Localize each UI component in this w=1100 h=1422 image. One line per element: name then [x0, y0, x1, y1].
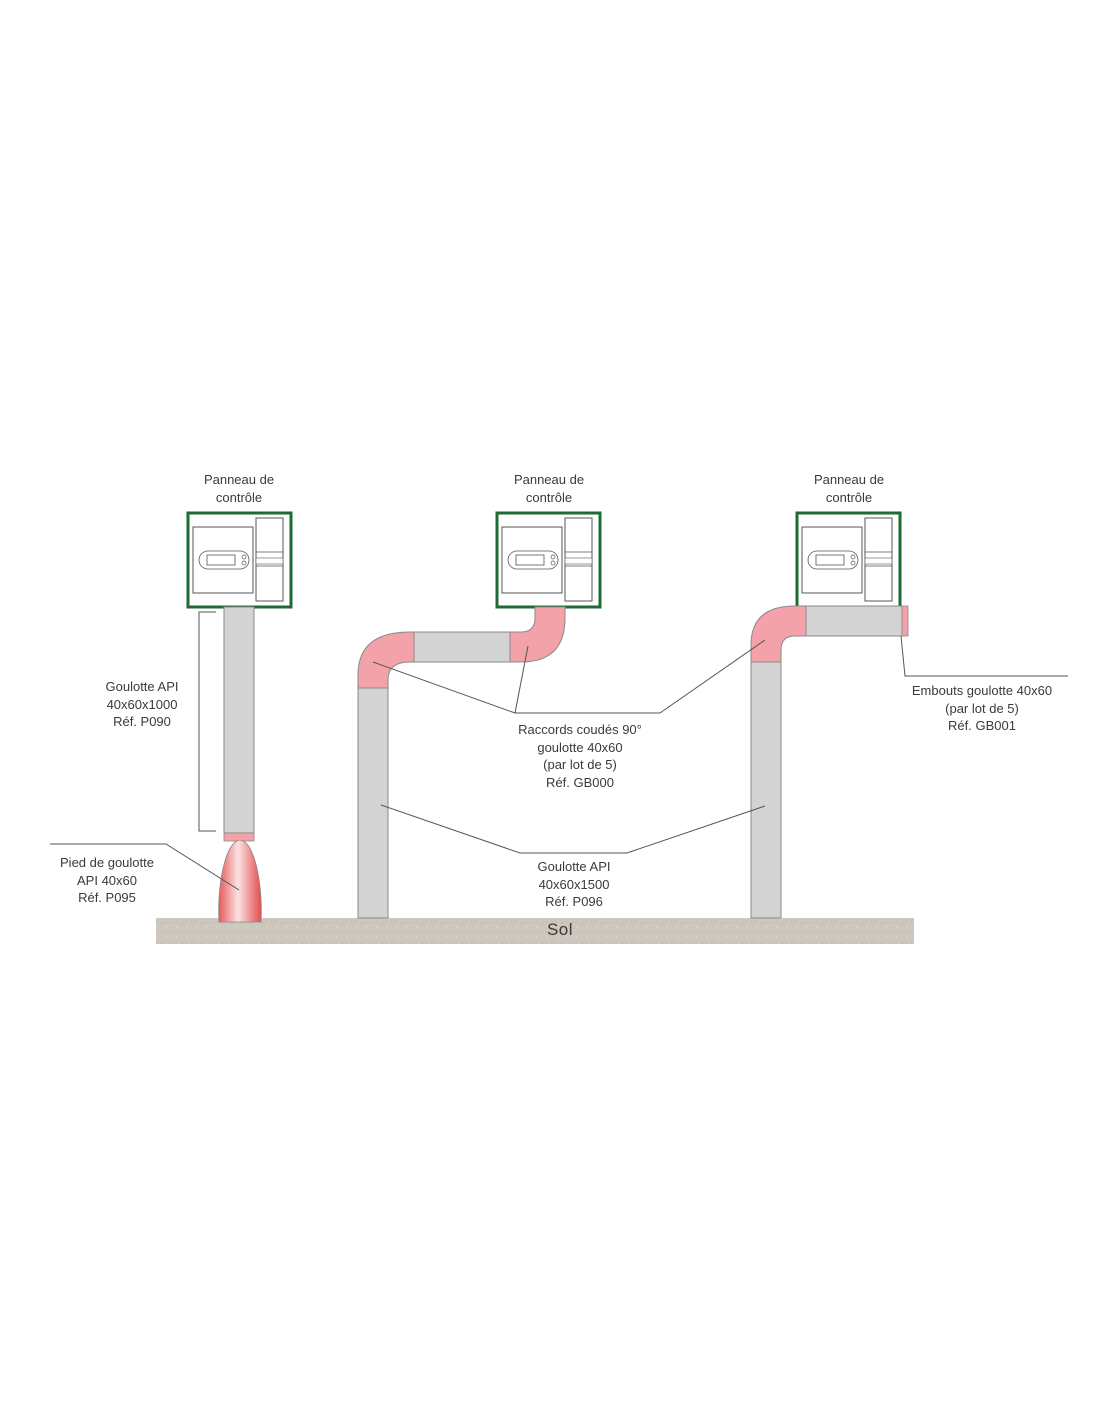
- foot-leader: [50, 843, 240, 891]
- duct-1500-label: Goulotte API 40x60x1500 Réf. P096: [537, 859, 611, 909]
- duct-1000-label: Goulotte API 40x60x1000 Réf. P090: [105, 679, 179, 729]
- elbows-label: Raccords coudés 90° goulotte 40x60 (par …: [518, 722, 642, 790]
- control-panel-1: [186, 511, 293, 609]
- duct-assembly-3: [750, 605, 909, 919]
- control-panel-2: [495, 511, 602, 609]
- duct-1500-leaders: [380, 804, 766, 854]
- elbows-leaders: [372, 639, 766, 714]
- end-caps-label: Embouts goulotte 40x60 (par lot de 5) Ré…: [911, 683, 1053, 733]
- foot-label: Pied de goulotte API 40x60 Réf. P095: [60, 855, 154, 905]
- duct-1000-bracket: [198, 611, 216, 832]
- duct-vertical-1000: [223, 606, 255, 834]
- ground-label: Sol: [546, 920, 574, 939]
- duct-assembly-2: [357, 606, 566, 919]
- ground-strip: [156, 918, 914, 944]
- end-caps-leader: [900, 635, 1068, 677]
- end-cap: [901, 605, 909, 637]
- duct-foot: [218, 839, 262, 923]
- control-panel-3: [795, 511, 902, 609]
